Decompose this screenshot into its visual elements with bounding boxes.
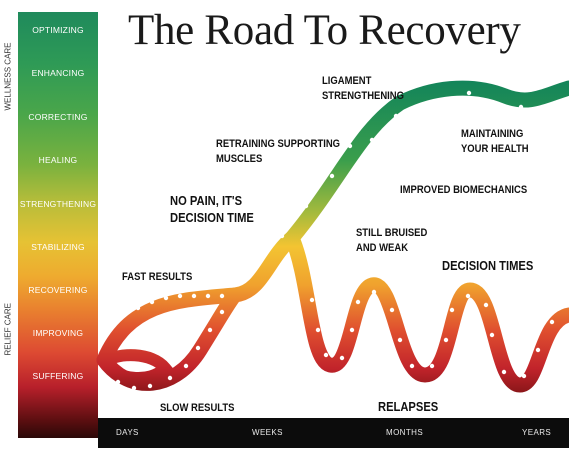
label-maintaining-line2: YOUR HEALTH <box>461 142 529 155</box>
level-suffering: SUFFERING <box>32 371 84 381</box>
label-still-bruised: STILL BRUISED AND WEAK <box>356 226 427 256</box>
level-improving: IMPROVING <box>32 328 84 338</box>
road-main <box>96 80 569 368</box>
level-recovering: RECOVERING <box>28 285 88 295</box>
label-retraining-line2: MUSCLES <box>216 152 263 165</box>
label-maintaining: MAINTAINING YOUR HEALTH <box>461 127 529 157</box>
level-optimizing: OPTIMIZING <box>32 25 84 35</box>
care-level-scale <box>18 12 98 438</box>
label-relapses: RELAPSES <box>378 399 439 414</box>
label-improved-biomechanics: IMPROVED BIOMECHANICS <box>400 184 528 196</box>
level-correcting: CORRECTING <box>28 112 88 122</box>
tick-weeks: WEEKS <box>252 428 283 437</box>
label-no-pain-line1: NO PAIN, IT'S <box>170 193 243 208</box>
label-ligament-line1: LIGAMENT <box>322 75 372 87</box>
road-dots <box>115 90 555 391</box>
level-healing: HEALING <box>38 155 78 165</box>
label-maintaining-line1: MAINTAINING <box>461 128 524 140</box>
label-decision-times: DECISION TIMES <box>442 258 534 273</box>
road-relapses <box>284 230 569 393</box>
tick-days: DAYS <box>116 428 139 437</box>
label-ligament: LIGAMENT STRENGTHENING <box>322 74 404 104</box>
level-enhancing: ENHANCING <box>31 68 85 78</box>
label-no-pain: NO PAIN, IT'S DECISION TIME <box>170 193 254 227</box>
level-strengthening: STRENGTHENING <box>19 199 97 209</box>
label-still-bruised-line1: STILL BRUISED <box>356 227 428 239</box>
label-ligament-line2: STRENGTHENING <box>322 89 404 102</box>
label-still-bruised-line2: AND WEAK <box>356 241 409 254</box>
label-retraining: RETRAINING SUPPORTING MUSCLES <box>216 137 340 167</box>
label-retraining-line1: RETRAINING SUPPORTING <box>216 138 341 150</box>
level-stabilizing: STABILIZING <box>31 242 85 252</box>
page-title: The Road To Recovery <box>128 7 521 54</box>
label-slow-results: SLOW RESULTS <box>160 402 235 414</box>
time-axis <box>98 418 569 448</box>
tick-months: MONTHS <box>386 428 424 437</box>
tick-years: YEARS <box>522 428 552 437</box>
road-inner-loop <box>98 349 173 384</box>
label-no-pain-line2: DECISION TIME <box>170 209 254 225</box>
label-fast-results: FAST RESULTS <box>122 271 193 283</box>
